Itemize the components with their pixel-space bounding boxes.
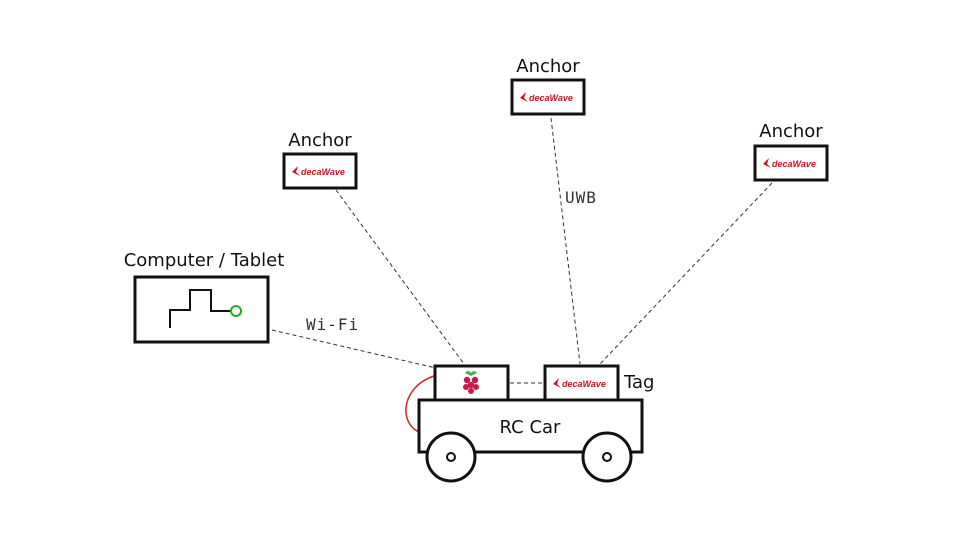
anchor-right: Anchor decaWave [753, 121, 829, 182]
anchor-label: Anchor [288, 130, 352, 151]
decawave-logo-icon: decaWave [763, 158, 816, 169]
decawave-logo-icon: decaWave [292, 166, 345, 177]
anchor-box [510, 78, 586, 116]
wifi-label: Wi-Fi [306, 315, 359, 334]
raspberry-pi-icon [463, 371, 479, 394]
car-label: RC Car [500, 417, 561, 438]
decawave-logo-icon: decaWave [553, 378, 606, 389]
car-wheel-right [581, 431, 633, 483]
anchor-center: Anchor decaWave [510, 56, 586, 116]
rc-car: RC Car de [405, 364, 654, 483]
wifi-link-line [271, 329, 437, 369]
tag-module: decaWave Tag [543, 364, 654, 402]
anchor-left: Anchor decaWave [282, 130, 358, 190]
position-marker-icon [230, 305, 242, 317]
decawave-logo-icon: decaWave [520, 92, 573, 103]
anchor-brand: decaWave [772, 159, 816, 169]
tag-label: Tag [623, 372, 654, 393]
anchor-left-link-line [335, 189, 465, 365]
computer-screen [133, 275, 270, 344]
anchor-right-link-line [599, 182, 773, 365]
raspberry-pi-board [433, 364, 510, 402]
computer-tablet: Computer / Tablet [124, 250, 285, 344]
anchor-brand: decaWave [529, 93, 573, 103]
anchor-brand: decaWave [301, 167, 345, 177]
tag-brand: decaWave [562, 379, 606, 389]
path-trace-icon [169, 289, 230, 328]
car-wheel-left [425, 431, 477, 483]
anchor-label: Anchor [759, 121, 823, 142]
computer-label: Computer / Tablet [124, 250, 285, 271]
anchor-label: Anchor [516, 56, 580, 77]
connection-lines [271, 117, 773, 384]
anchor-center-link-line [550, 117, 581, 365]
uwb-label: UWB [565, 188, 597, 207]
